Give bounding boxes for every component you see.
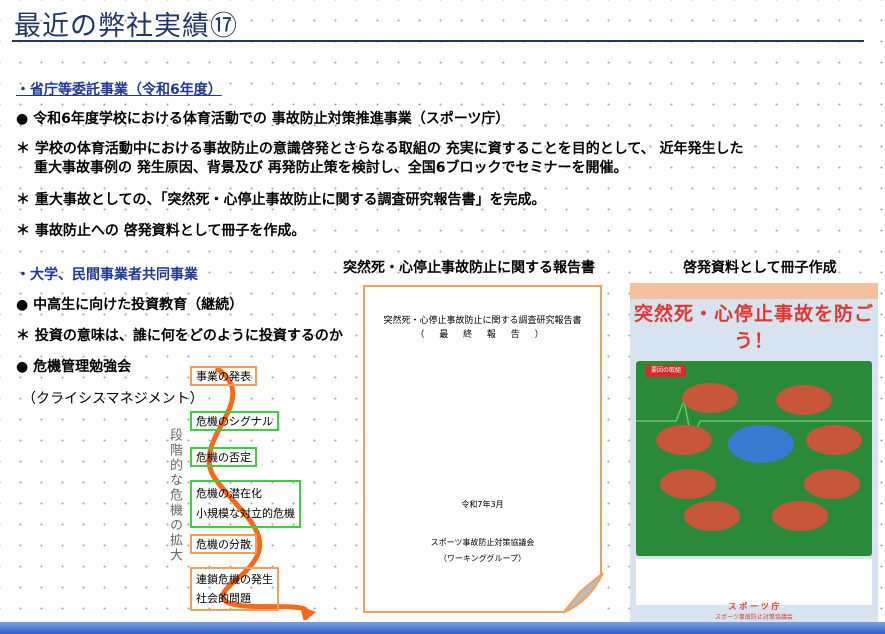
diagram-box-6: 連鎖危機の発生 社会的問題 <box>190 567 279 611</box>
booklet-caption: 啓発資料として冊子作成 <box>683 260 837 276</box>
ministry-note-1a: ＊ 学校の体育活動中における事故防止の意識啓発とさらなる取組の 充実に資すること… <box>16 141 744 157</box>
booklet-oval-4 <box>806 425 862 455</box>
booklet-tag: 要因の取組 <box>646 365 686 377</box>
diagram-box-4a: 危機の潜在化 <box>196 487 262 500</box>
diagram-box-2: 危機のシグナル <box>190 411 279 431</box>
diagram-box-6a: 連鎖危機の発生 <box>196 573 273 586</box>
booklet-title: 突然死・心停止事故を防ごう！ <box>633 303 874 352</box>
report-title: 突然死・心停止事故防止に関する調査研究報告書 <box>383 316 582 326</box>
report-org: スポーツ事故防止対策協議会 <box>430 538 535 547</box>
ministry-project-item: ● 令和6年度学校における体育活動での 事故防止対策推進事業（スポーツ庁） <box>16 111 510 127</box>
booklet-footer-org: スポーツ事故防止対策協議会 <box>715 614 793 621</box>
page-curl-icon <box>563 573 604 614</box>
diagram-vertical-label: 段階的な危機の拡大 <box>167 428 182 563</box>
bottom-bar <box>0 622 885 634</box>
report-caption: 突然死・心停止事故防止に関する報告書 <box>343 260 595 276</box>
booklet-top-band <box>630 283 878 299</box>
booklet-diagram-panel: 要因の取組 <box>636 361 872 556</box>
diagram-box-6b: 社会的問題 <box>196 592 251 605</box>
booklet-oval-3 <box>656 425 712 455</box>
booklet-oval-6 <box>804 469 860 499</box>
booklet-illustration <box>636 559 872 605</box>
booklet-oval-2 <box>776 385 832 415</box>
diagram-box-3: 危機の否定 <box>190 447 257 467</box>
ecg-line-icon <box>636 398 872 444</box>
joint-item-crisis: ● 危機管理勉強会 <box>16 359 132 375</box>
report-workgroup: （ワーキンググループ） <box>438 554 527 563</box>
booklet-center-oval <box>728 425 794 463</box>
booklet-cover: 突然死・心停止事故を防ごう！ 要因の取組 ス ポ ー ツ 庁 スポーツ事故防止対… <box>630 283 878 622</box>
joint-note-investment: ＊ 投資の意味は、誰に何をどのように投資するのか <box>16 328 343 344</box>
diagram-box-4: 危機の潜在化 小規模な対立的危機 <box>190 480 301 528</box>
page-title: 最近の弊社実績⑰ <box>14 11 238 42</box>
booklet-oval-1 <box>682 383 738 413</box>
ministry-note-3: ＊ 事故防止への 啓発資料として冊子を作成。 <box>16 223 306 239</box>
report-date: 令和7年3月 <box>461 500 504 509</box>
booklet-oval-8 <box>772 501 828 531</box>
booklet-oval-7 <box>684 501 740 531</box>
ministry-note-1b: 重大事故事例の 発生原因、背景及び 再発防止策を検討し、全国6ブロックでセミナー… <box>34 160 628 176</box>
joint-item-investment: ● 中高生に向けた投資教育（継続） <box>16 297 244 313</box>
booklet-footer: ス ポ ー ツ 庁 <box>728 602 780 611</box>
joint-item-crisis-sub: （クライシスマネジメント） <box>22 391 204 407</box>
booklet-oval-5 <box>660 469 716 499</box>
diagram-box-1: 事業の発表 <box>190 366 257 386</box>
section-ministry-header: ・省庁等委託事業（令和6年度） <box>16 82 222 98</box>
report-subtitle: （ 最 終 報 告 ） <box>415 330 550 340</box>
diagram-box-5: 危機の分散 <box>190 534 257 554</box>
diagram-box-4b: 小規模な対立的危機 <box>196 507 295 520</box>
title-divider <box>12 40 864 42</box>
section-joint-header: ・大学、民間事業者共同事業 <box>16 267 198 283</box>
ministry-note-2: ＊ 重大事故としての、「突然死・心停止事故防止に関する調査研究報告書」を完成。 <box>16 192 546 208</box>
report-cover: 突然死・心停止事故防止に関する調査研究報告書 （ 最 終 報 告 ） 令和7年3… <box>363 285 602 613</box>
